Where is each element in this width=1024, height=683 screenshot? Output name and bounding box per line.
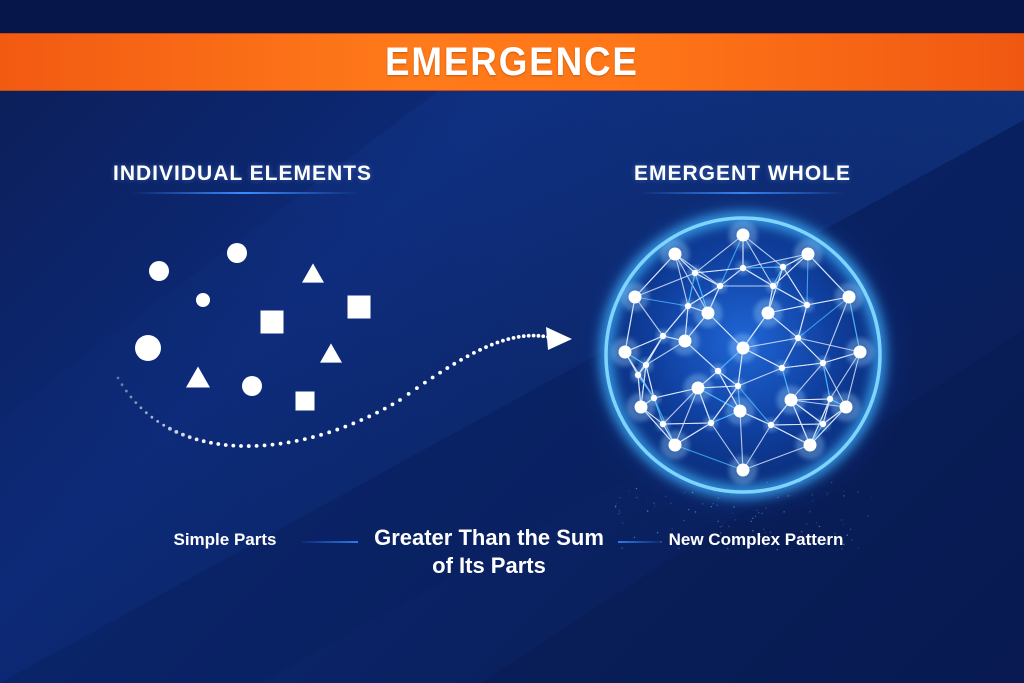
network-node <box>840 401 853 414</box>
network-node <box>768 422 774 428</box>
circle-shape <box>196 293 210 307</box>
network-node <box>737 229 750 242</box>
network-node <box>740 265 746 271</box>
network-node <box>804 302 810 308</box>
center-caption-line1: Greater Than the Sum <box>360 524 618 552</box>
network-node <box>762 307 775 320</box>
center-caption: Greater Than the Sum of Its Parts <box>360 524 618 580</box>
square-shape <box>296 392 315 411</box>
network-node <box>717 283 723 289</box>
network-node <box>708 420 714 426</box>
network-node <box>702 307 715 320</box>
square-shape <box>348 296 371 319</box>
triangle-shape <box>302 263 324 282</box>
network-node <box>692 382 705 395</box>
center-caption-line2: of Its Parts <box>360 552 618 580</box>
circle-shape <box>242 376 262 396</box>
network-node <box>827 396 833 402</box>
network-node <box>643 362 649 368</box>
new-complex-pattern-caption: New Complex Pattern <box>656 530 856 550</box>
network-node <box>635 372 641 378</box>
network-node <box>820 421 826 427</box>
network-node <box>820 360 826 366</box>
network-node <box>651 395 657 401</box>
simple-parts-caption: Simple Parts <box>160 530 290 550</box>
individual-element-shapes <box>135 243 371 411</box>
network-node <box>685 303 691 309</box>
triangle-shape <box>320 343 342 362</box>
circle-shape <box>227 243 247 263</box>
network-node <box>619 346 632 359</box>
network-node <box>692 270 698 276</box>
network-node <box>795 335 801 341</box>
network-node <box>660 421 666 427</box>
network-node <box>669 439 682 452</box>
left-connector-line <box>302 541 358 543</box>
network-node <box>660 333 666 339</box>
network-node <box>635 401 648 414</box>
network-node <box>734 405 747 418</box>
network-node <box>843 291 856 304</box>
emergent-network-sphere <box>566 178 920 551</box>
network-node <box>737 464 750 477</box>
triangle-shape <box>186 367 210 388</box>
circle-shape <box>149 261 169 281</box>
square-shape <box>261 311 284 334</box>
network-node <box>854 346 867 359</box>
circle-shape <box>135 335 161 361</box>
network-node <box>779 365 785 371</box>
network-node <box>737 342 750 355</box>
network-node <box>735 383 741 389</box>
network-node <box>770 283 776 289</box>
network-node <box>785 394 798 407</box>
network-node <box>679 335 692 348</box>
network-node <box>669 248 682 261</box>
network-node <box>804 439 817 452</box>
dotted-transformation-arrow <box>117 327 572 448</box>
network-node <box>715 368 721 374</box>
network-node <box>780 264 786 270</box>
network-node <box>629 291 642 304</box>
network-node <box>802 248 815 261</box>
